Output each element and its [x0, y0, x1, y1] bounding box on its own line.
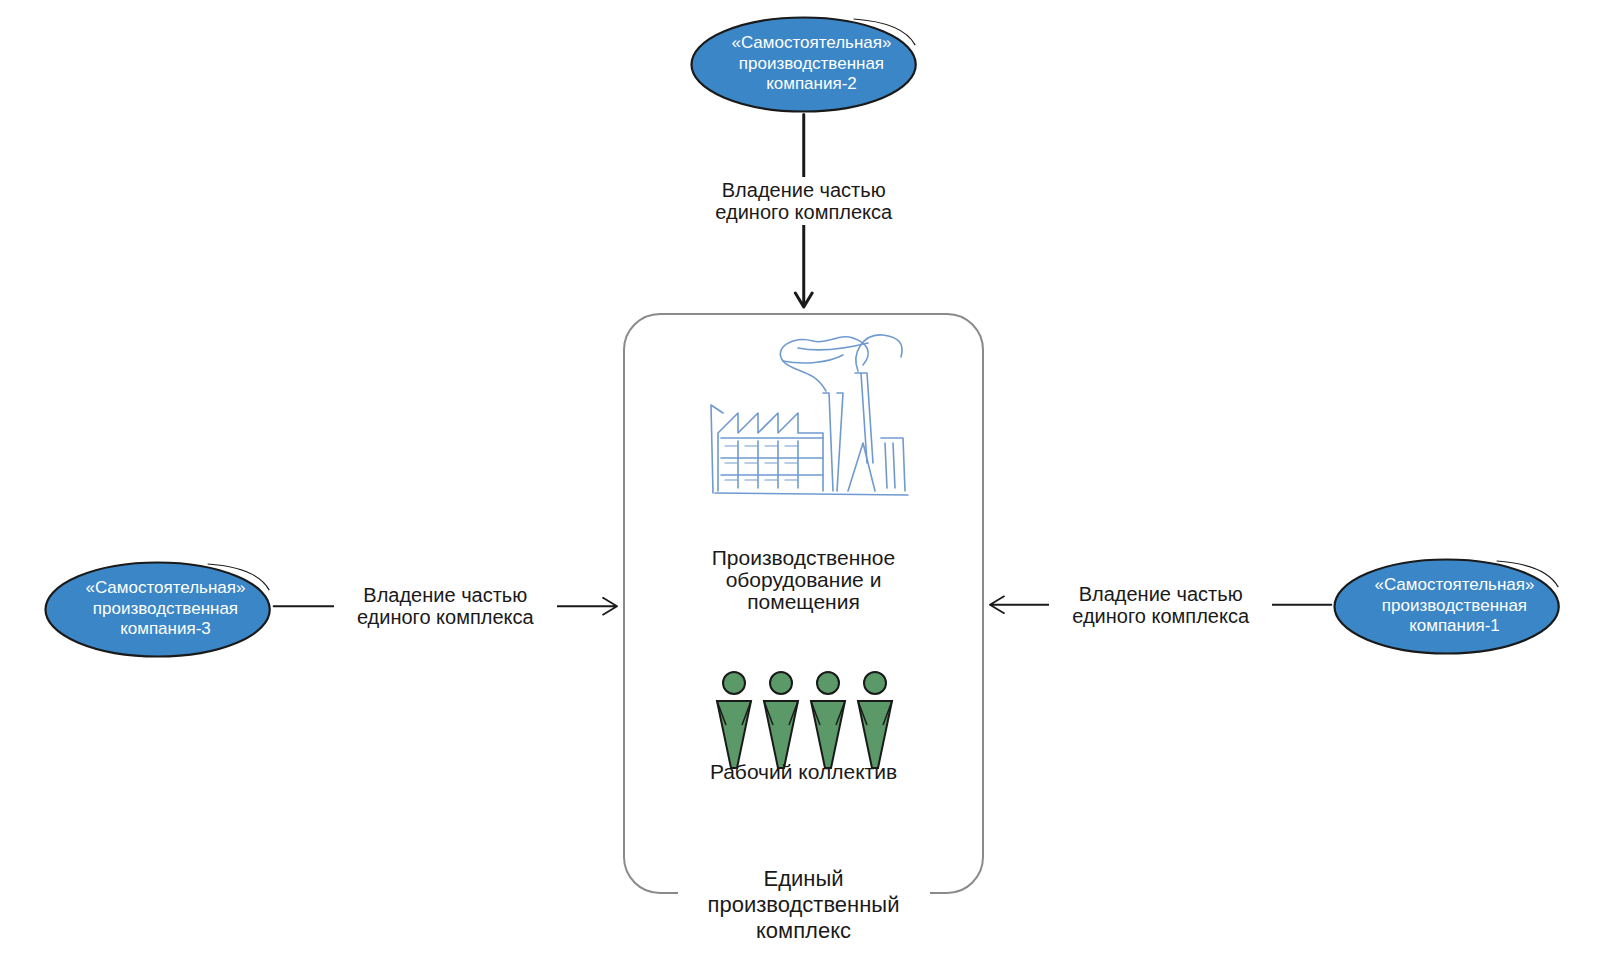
ellipse-outline: [1335, 559, 1559, 653]
edge-label: Владение частью единого комплекса: [334, 582, 557, 630]
company-name: «Самостоятельная» производственная компа…: [78, 578, 253, 639]
ellipse-outline: [692, 17, 916, 111]
company-name: «Самостоятельная» производственная компа…: [1367, 575, 1542, 636]
complex-outline: [624, 314, 983, 893]
edge-label: Владение частью единого комплекса: [1049, 581, 1272, 629]
worker-figures: [717, 672, 892, 768]
company-node: «Самостоятельная» производственная компа…: [44, 561, 271, 658]
company-name: «Самостоятельная» производственная компа…: [724, 33, 899, 94]
company-node: «Самостоятельная» производственная компа…: [690, 16, 917, 113]
complex-node: Производственное оборудование и помещени…: [623, 313, 984, 894]
company-node: «Самостоятельная» производственная компа…: [1333, 558, 1560, 655]
factory-sketch: [711, 335, 908, 495]
complex-caption: Производственное оборудование и помещени…: [689, 547, 919, 613]
complex-title: Единый производственный комплекс: [678, 866, 930, 944]
ellipse-outline: [46, 562, 270, 656]
edge-label: Владение частью единого комплекса: [692, 177, 915, 225]
complex-caption: Рабочий коллектив: [710, 761, 897, 783]
